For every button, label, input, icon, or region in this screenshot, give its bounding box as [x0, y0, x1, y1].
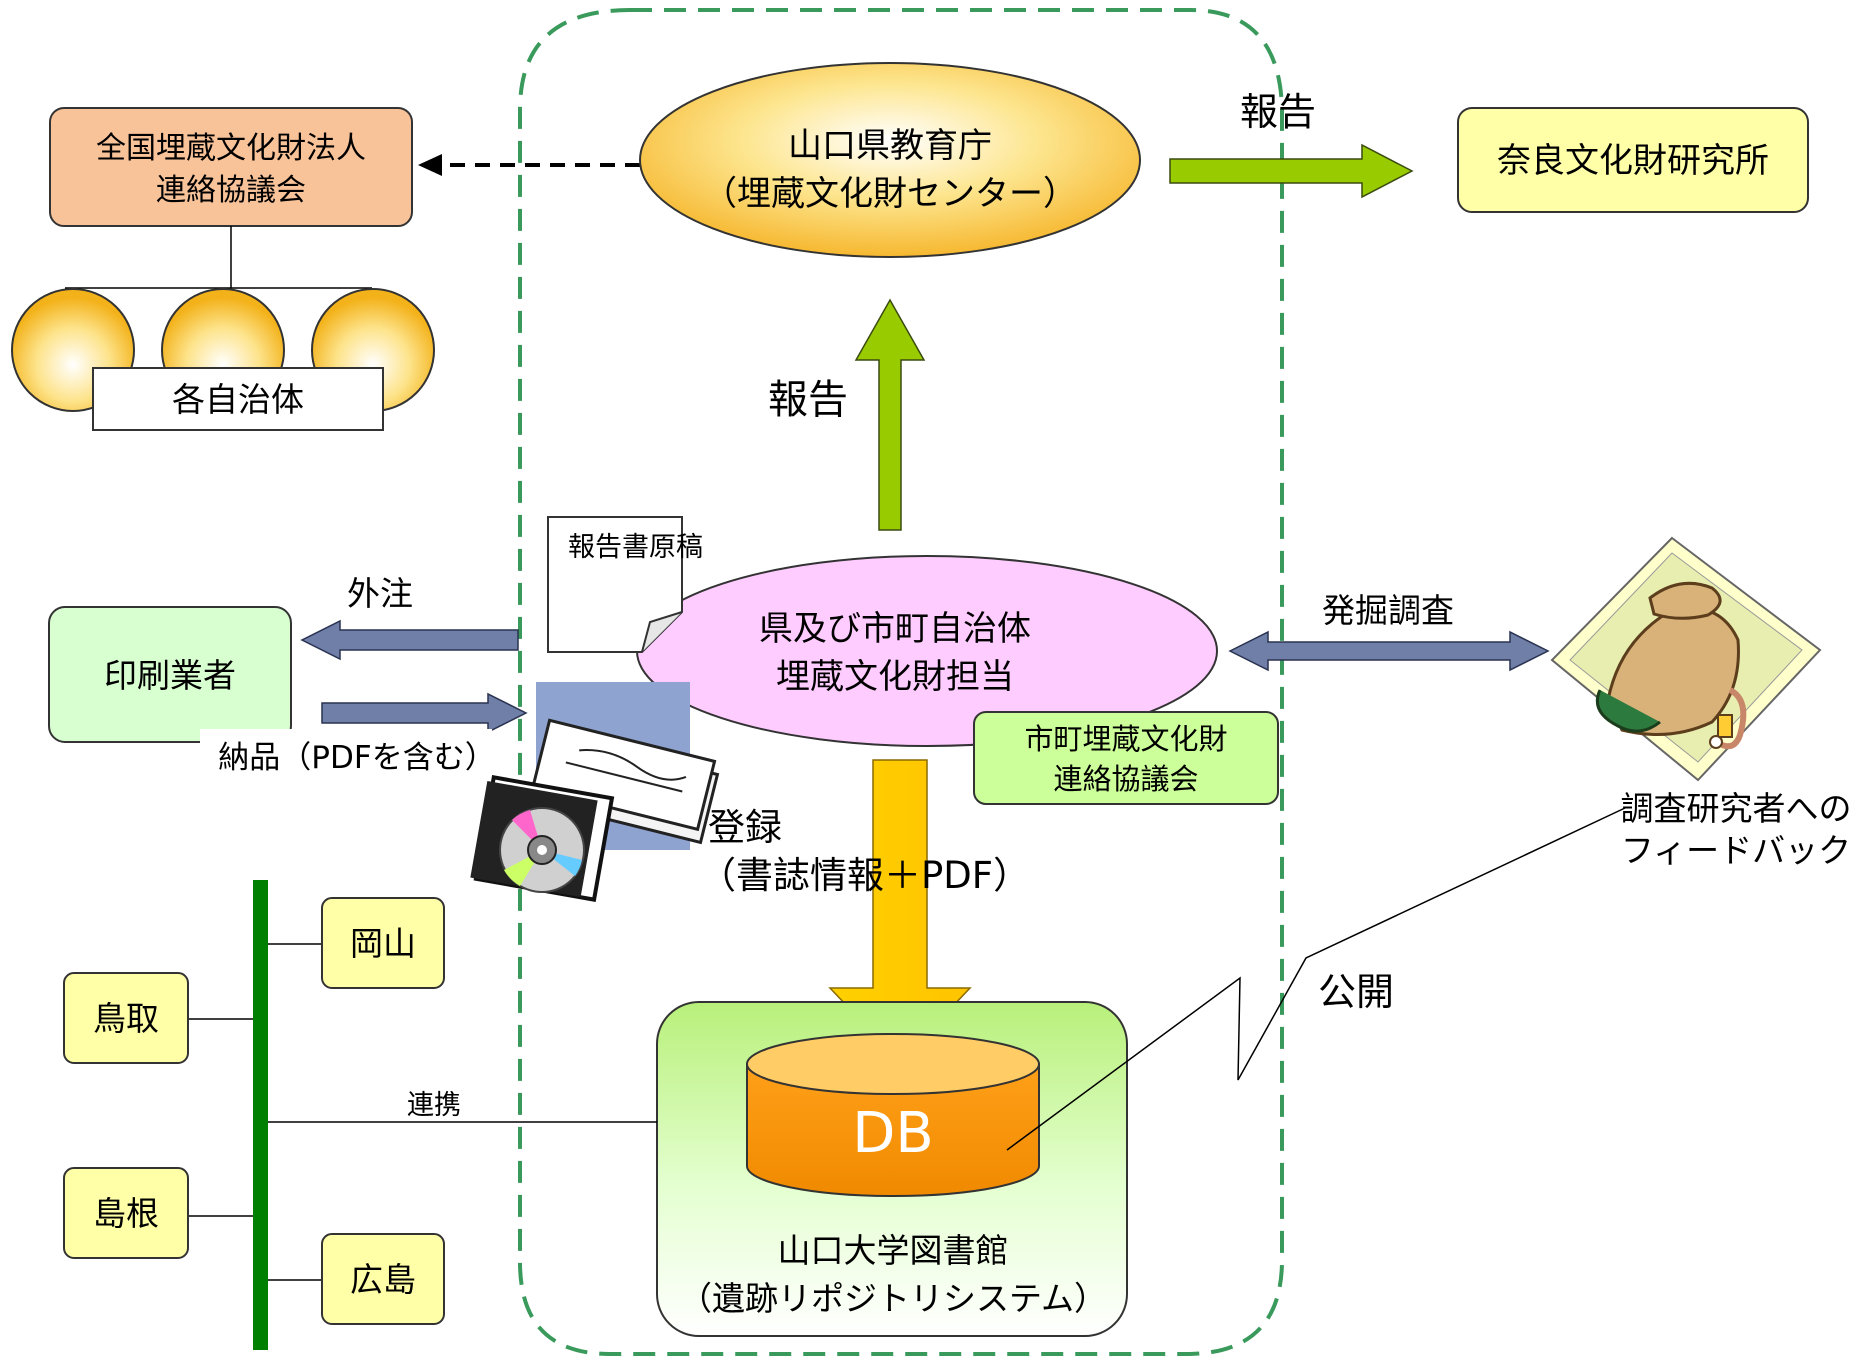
local-governments-label: 各自治体	[172, 380, 304, 419]
national-council-box	[49, 107, 413, 227]
report-to-nara-arrow	[1169, 143, 1414, 199]
tottori-box	[63, 972, 189, 1064]
okayama-box	[321, 897, 445, 989]
excavation-label: 発掘調査	[1322, 591, 1454, 630]
council-tree-lines	[65, 226, 372, 289]
hiroshima-label: 広島	[350, 1260, 416, 1299]
publish-link	[1006, 807, 1626, 1151]
report-up-arrow	[854, 298, 926, 531]
nara-institute-box	[1457, 107, 1809, 213]
printer-label: 印刷業者	[104, 656, 236, 695]
manuscript-fold	[641, 611, 683, 653]
regional-bus-bar	[253, 880, 268, 1350]
excavation-double-arrow	[1228, 630, 1550, 672]
regional-connector-lines	[188, 943, 657, 1281]
hiroshima-box	[321, 1233, 445, 1325]
report-to-nara-label: 報告	[1240, 90, 1316, 134]
database-cylinder	[746, 1033, 1040, 1197]
municipal-council-line2: 連絡協議会	[1053, 762, 1198, 796]
researcher-feedback-line1: 調査研究者への	[1621, 789, 1852, 828]
yamaguchi-board-line2: （埋蔵文化財センター）	[703, 174, 1077, 214]
national-council-line1: 全国埋蔵文化財法人	[96, 131, 366, 166]
yamaguchi-board-ellipse	[639, 62, 1141, 258]
municipal-council-box	[973, 711, 1279, 805]
prefecture-municipal-line1: 県及び市町自治体	[759, 609, 1031, 649]
yamaguchi-board-line1: 山口県教育庁	[788, 126, 992, 166]
shimane-box	[63, 1167, 189, 1259]
shimane-label: 島根	[93, 1194, 159, 1233]
okayama-label: 岡山	[350, 924, 416, 963]
library-line1: 山口大学図書館	[778, 1231, 1009, 1270]
tottori-label: 鳥取	[93, 999, 159, 1038]
delivery-label: 納品（PDFを含む）	[218, 740, 495, 776]
dashed-link-arrowhead	[418, 154, 442, 176]
library-line2: （遺跡リポジトリシステム）	[679, 1279, 1107, 1318]
report-and-cd-icon	[470, 682, 720, 902]
delivery-arrow	[321, 692, 528, 734]
registration-line1: 登録	[708, 806, 782, 849]
researcher-feedback-line2: フィードバック	[1621, 831, 1851, 870]
nara-institute-label: 奈良文化財研究所	[1497, 141, 1769, 181]
archaeologist-excavating-icon	[1550, 536, 1822, 782]
outsource-label: 外注	[347, 574, 413, 613]
delivery-label-background	[200, 729, 492, 781]
municipal-council-line1: 市町埋蔵文化財	[1024, 722, 1227, 756]
manuscript-label: 報告書原稿	[568, 532, 703, 563]
registration-line2: （書誌情報＋PDF）	[699, 854, 1030, 897]
publish-label: 公開	[1318, 970, 1394, 1014]
yamaguchi-boundary	[518, 8, 1284, 1356]
database-label: DB	[852, 1101, 934, 1166]
prefecture-municipal-line2: 埋蔵文化財担当	[776, 657, 1014, 697]
report-up-label: 報告	[768, 377, 848, 423]
national-council-line2: 連絡協議会	[156, 173, 306, 208]
printer-box	[48, 606, 292, 743]
outsource-arrow	[300, 619, 519, 661]
cooperation-label: 連携	[407, 1090, 461, 1121]
local-governments-label-box	[92, 367, 384, 431]
